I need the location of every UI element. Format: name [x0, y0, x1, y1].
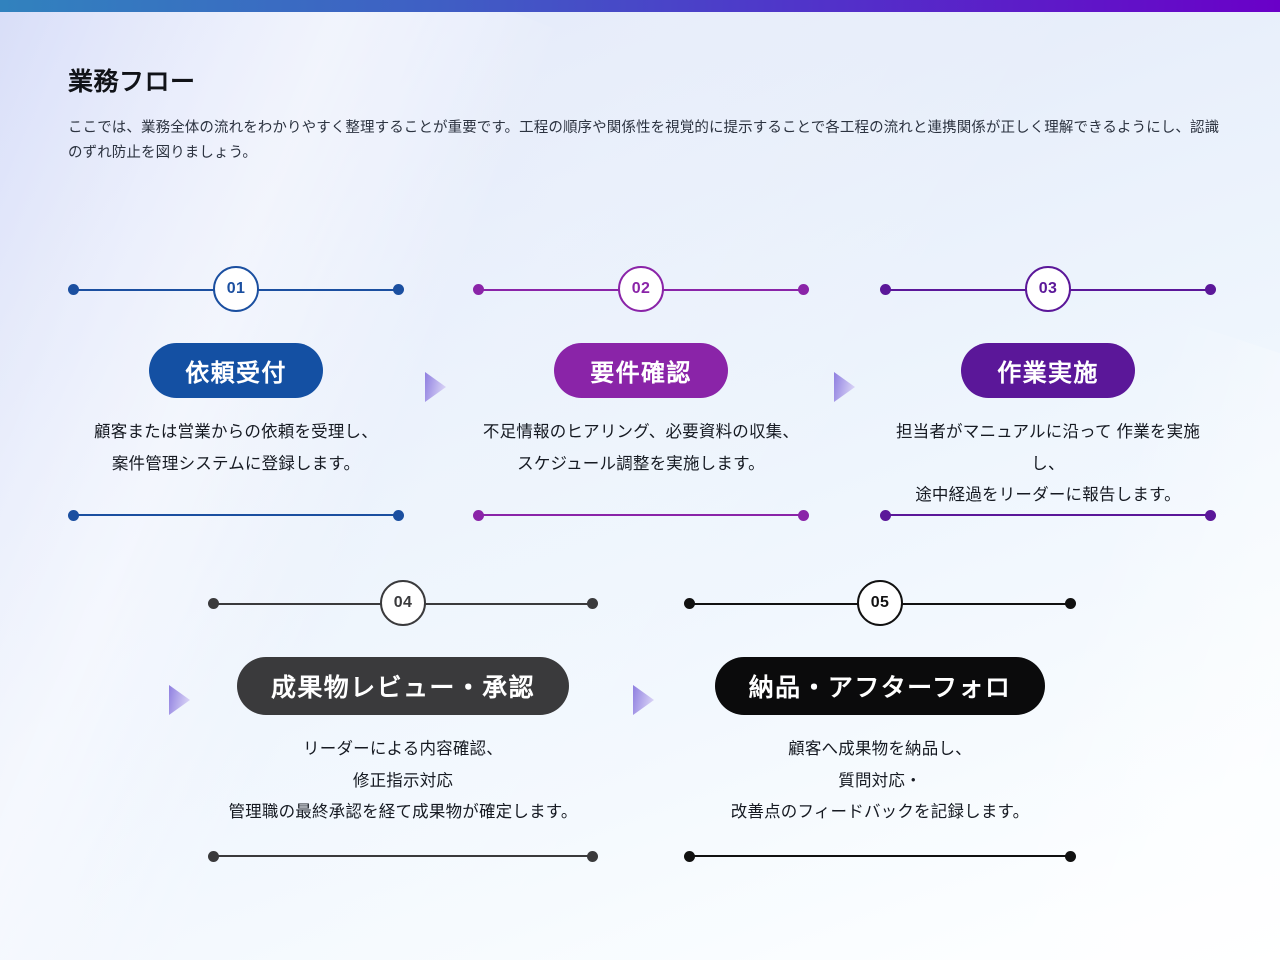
arrow-step3-to-step4-icon	[169, 685, 190, 715]
step-desc-line: 案件管理システムに登録します。	[111, 454, 361, 473]
step-03-title-pill[interactable]: 作業実施	[961, 343, 1135, 398]
step-02-description: 不足情報のヒアリング、必要資料の収集、 スケジュール調整を実施します。	[475, 417, 807, 480]
page-title: 業務フロー	[68, 68, 196, 96]
bottom-rule-line	[210, 855, 596, 857]
flow-step-05[interactable]: 05 納品・アフターフォロ 顧客へ成果物を納品し、 質問対応・ 改善点のフィード…	[684, 580, 1076, 862]
step-01-bottom-rule-holder	[68, 509, 404, 521]
step-desc-line: 修正指示対応	[352, 771, 454, 790]
step-01-pill-wrap: 依頼受付	[70, 343, 402, 398]
step-number-label: 04	[393, 594, 413, 611]
step-number-label: 02	[631, 280, 651, 297]
flow-step-03[interactable]: 03 作業実施 担当者がマニュアルに沿って 作業を実施し、 途中経過をリーダーに…	[880, 266, 1216, 521]
bottom-rule-dot-left	[473, 509, 484, 521]
step-number-label: 01	[226, 280, 246, 297]
flow-step-02[interactable]: 02 要件確認 不足情報のヒアリング、必要資料の収集、 スケジュール調整を実施し…	[473, 266, 809, 521]
bottom-rule-line	[475, 514, 807, 516]
step-05-title-pill[interactable]: 納品・アフターフォロ	[714, 657, 1046, 715]
step-05-connector: 05	[684, 580, 1076, 626]
connector-dot-right	[1205, 284, 1216, 295]
step-02-connector: 02	[473, 266, 809, 312]
bottom-rule-dot-left	[880, 509, 891, 521]
step-03-connector: 03	[880, 266, 1216, 312]
connector-dot-left	[880, 284, 891, 295]
bottom-rule-dot-left	[68, 509, 79, 521]
step-desc-line: 改善点のフィードバックを記録します。	[730, 803, 1030, 822]
bottom-rule-line	[70, 514, 402, 516]
step-02-number-badge: 02	[618, 266, 664, 312]
step-04-description: リーダーによる内容確認、 修正指示対応 管理職の最終承認を経て成果物が確定します…	[210, 734, 596, 829]
step-desc-line: 管理職の最終承認を経て成果物が確定します。	[228, 803, 578, 822]
step-04-number-badge: 04	[380, 580, 426, 626]
step-02-title-pill[interactable]: 要件確認	[554, 343, 728, 398]
step-desc-line: リーダーによる内容確認、	[303, 740, 503, 758]
step-04-pill-wrap: 成果物レビュー・承認	[210, 657, 596, 715]
step-01-bottom-rule	[68, 509, 404, 521]
step-number-label: 03	[1038, 280, 1058, 297]
arrow-step1-to-step2-icon	[425, 372, 446, 402]
step-05-pill-wrap: 納品・アフターフォロ	[686, 657, 1074, 715]
bottom-rule-dot-right	[587, 850, 598, 862]
step-03-bottom-rule-holder	[880, 509, 1216, 521]
step-05-number-badge: 05	[857, 580, 903, 626]
step-02-pill-wrap: 要件確認	[475, 343, 807, 398]
connector-dot-right	[1065, 598, 1076, 609]
connector-dot-left	[684, 598, 695, 609]
arrow-step4-to-step5-icon	[633, 685, 654, 715]
arrow-step2-to-step3-icon	[834, 372, 855, 402]
connector-dot-left	[68, 284, 79, 295]
bottom-rule-dot-right	[1065, 850, 1076, 862]
header: 業務フロー ここでは、業務全体の流れをわかりやすく整理することが重要です。工程の…	[68, 66, 1228, 166]
step-05-description: 顧客へ成果物を納品し、 質問対応・ 改善点のフィードバックを記録します。	[686, 734, 1074, 829]
step-number-label: 05	[870, 594, 890, 611]
bottom-rule-dot-right	[393, 509, 404, 521]
step-01-description: 顧客または営業からの依頼を受理し、 案件管理システムに登録します。	[70, 417, 402, 480]
step-01-number-badge: 01	[213, 266, 259, 312]
step-03-pill-wrap: 作業実施	[882, 343, 1214, 398]
step-02-bottom-rule-holder	[473, 509, 809, 521]
step-desc-line: 不足情報のヒアリング、必要資料の収集、	[482, 423, 800, 441]
connector-dot-right	[587, 598, 598, 609]
step-04-bottom-rule	[208, 850, 598, 862]
step-04-bottom-rule-holder	[208, 850, 598, 862]
step-desc-line: 顧客へ成果物を納品し、	[788, 740, 972, 758]
bottom-rule-dot-left	[684, 850, 695, 862]
step-04-title-pill[interactable]: 成果物レビュー・承認	[236, 657, 569, 715]
connector-dot-left	[473, 284, 484, 295]
bottom-rule-dot-right	[1205, 509, 1216, 521]
flow-step-04[interactable]: 04 成果物レビュー・承認 リーダーによる内容確認、 修正指示対応 管理職の最終…	[208, 580, 598, 862]
connector-dot-right	[798, 284, 809, 295]
step-desc-line: スケジュール調整を実施します。	[517, 454, 765, 473]
connector-dot-left	[208, 598, 219, 609]
bottom-rule-line	[686, 855, 1074, 857]
step-03-description: 担当者がマニュアルに沿って 作業を実施し、 途中経過をリーダーに報告します。	[882, 417, 1214, 512]
page-description: ここでは、業務全体の流れをわかりやすく整理することが重要です。工程の順序や関係性…	[68, 119, 1220, 161]
step-05-bottom-rule	[684, 850, 1076, 862]
top-gradient-bar	[0, 0, 1280, 12]
step-03-bottom-rule	[880, 509, 1216, 521]
bottom-rule-line	[882, 514, 1214, 516]
flow-step-01[interactable]: 01 依頼受付 顧客または営業からの依頼を受理し、 案件管理システムに登録します…	[68, 266, 404, 521]
step-desc-line: 顧客または営業からの依頼を受理し、	[94, 423, 378, 441]
bottom-rule-dot-left	[208, 850, 219, 862]
step-02-bottom-rule	[473, 509, 809, 521]
step-desc-line: 担当者がマニュアルに沿って 作業を実施し、	[895, 423, 1201, 473]
step-05-bottom-rule-holder	[684, 850, 1076, 862]
bottom-rule-dot-right	[798, 509, 809, 521]
step-04-connector: 04	[208, 580, 598, 626]
connector-dot-right	[393, 284, 404, 295]
step-01-connector: 01	[68, 266, 404, 312]
step-desc-line: 途中経過をリーダーに報告します。	[915, 486, 1181, 505]
step-01-title-pill[interactable]: 依頼受付	[149, 343, 323, 398]
step-03-number-badge: 03	[1025, 266, 1071, 312]
step-desc-line: 質問対応・	[838, 771, 922, 790]
